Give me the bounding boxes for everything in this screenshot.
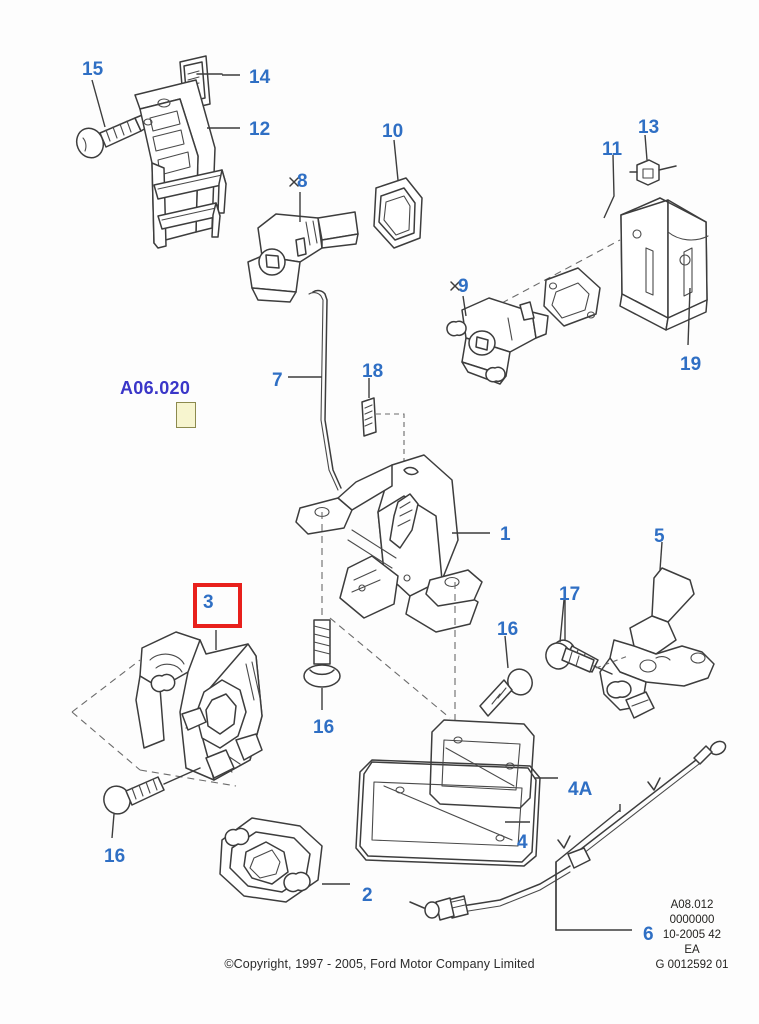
callout-14: 14 <box>249 67 271 88</box>
highlight-box-part-3 <box>193 583 242 628</box>
callout-17: 17 <box>559 584 581 605</box>
part-16-bolt-right-a <box>479 635 533 717</box>
meta-block: A08.012 0000000 10-2005 42 EA G 0012592 … <box>633 898 751 973</box>
callout-6: 6 <box>643 924 654 945</box>
callout-8: 8 <box>297 171 308 192</box>
reference-label-a06020[interactable]: A06.020 <box>120 378 191 398</box>
callout-7: 7 <box>272 370 283 391</box>
part-18-clip <box>361 378 405 462</box>
assembly-guide-3a <box>71 659 141 713</box>
part-7-rod <box>288 289 342 491</box>
part-8-lock-cylinder <box>247 177 359 303</box>
callout-2: 2 <box>362 885 373 906</box>
callout-4: 4 <box>517 832 528 853</box>
callout-16-b: 16 <box>313 717 335 738</box>
callout-16-c: 16 <box>104 846 126 867</box>
part-3-latch-mechanism <box>135 630 263 781</box>
reference-swatch <box>176 402 196 428</box>
part-5-release-lever <box>599 541 715 719</box>
part-19-mounting-bracket <box>603 154 709 346</box>
meta-line-4: EA <box>684 944 700 956</box>
part-6-release-cable <box>409 740 727 931</box>
part-gasket-right <box>543 267 601 327</box>
copyright-notice: ©Copyright, 1997 - 2005, Ford Motor Comp… <box>224 957 535 971</box>
meta-line-5: G 0012592 01 <box>655 959 729 971</box>
part-15-bolt <box>75 79 157 159</box>
callout-11: 11 <box>602 139 623 160</box>
part-10-bezel <box>373 139 423 249</box>
part-13-nut <box>629 134 677 186</box>
callout-9: 9 <box>458 276 469 297</box>
callout-15: 15 <box>82 59 104 80</box>
callout-12: 12 <box>249 119 271 140</box>
assembly-guide-3b <box>71 711 141 771</box>
part-9-lock-cylinder <box>446 281 549 385</box>
callout-19: 19 <box>680 354 702 375</box>
callout-16-a: 16 <box>497 619 519 640</box>
part-2-latch-catch <box>219 817 350 903</box>
part-17-bolt <box>545 599 629 675</box>
callout-5: 5 <box>654 526 665 547</box>
meta-line-1: A08.012 <box>670 899 714 911</box>
callout-4a: 4A <box>568 779 593 800</box>
part-16-bolt-center <box>303 619 341 710</box>
meta-line-2: 0000000 <box>669 914 715 926</box>
assembly-guide-diagonal <box>329 617 451 719</box>
part-1-latch-assembly <box>295 454 490 633</box>
callout-10: 10 <box>382 121 404 142</box>
assembly-guide-3c <box>139 769 237 787</box>
part-4a-striker-upper <box>429 719 558 809</box>
callout-13: 13 <box>638 117 660 138</box>
part-4-striker-lower <box>355 759 541 867</box>
part-16-bolt-lower-left <box>103 767 201 839</box>
callout-18: 18 <box>362 361 384 382</box>
callout-1: 1 <box>500 524 511 545</box>
callout-3: 3 <box>203 592 214 613</box>
part-12-bracket <box>134 79 240 249</box>
meta-line-3: 10-2005 42 <box>662 929 722 941</box>
